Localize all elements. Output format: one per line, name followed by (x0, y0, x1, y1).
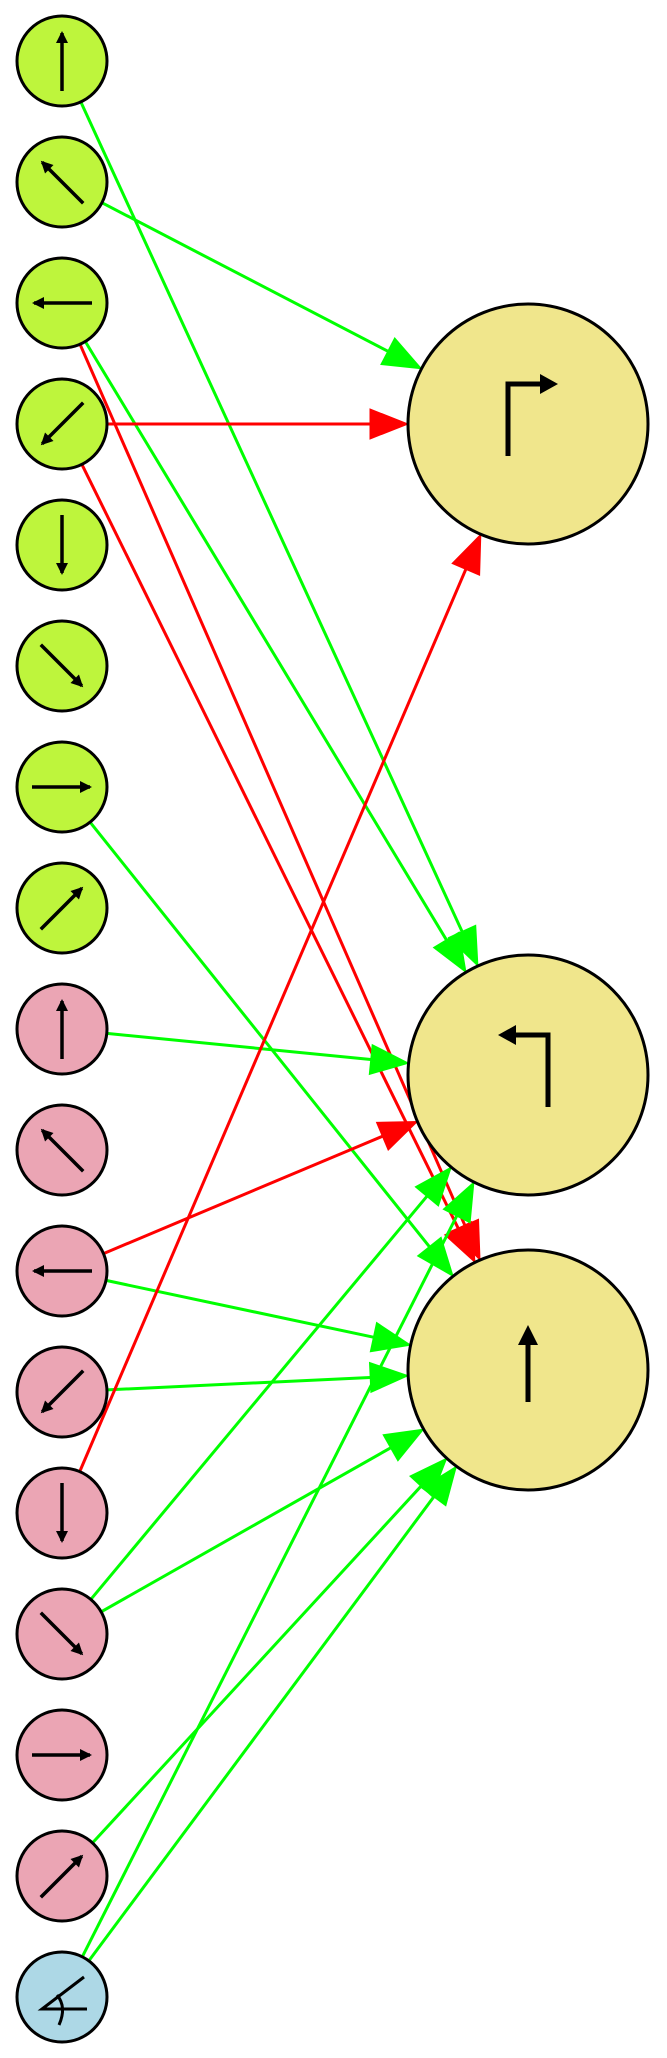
edge-p_left-to-o_turn_left (102, 1120, 419, 1255)
edge-line (78, 343, 467, 1226)
edge-p_downright-to-o_forward (100, 1428, 425, 1614)
edge-arrowhead (380, 337, 423, 370)
input-node-p_upleft (15, 1103, 109, 1197)
input-node-p_upright (15, 1829, 109, 1923)
input-node-circle (15, 1950, 109, 2044)
edge-g_upleft-to-o_turn_right (101, 201, 423, 370)
arrow-down-icon (56, 1483, 68, 1543)
input-node-g_down (15, 498, 109, 592)
turn-right-icon (505, 374, 558, 456)
edge-p_downleft-to-o_forward (106, 1361, 410, 1394)
edge-line (80, 463, 460, 1229)
edge-arrowhead (420, 1465, 458, 1507)
edge-line (80, 1215, 459, 1958)
forward-arrow-icon (518, 1325, 538, 1402)
edge-arrowhead (443, 1220, 476, 1264)
edge-g_downleft-to-o_forward (80, 463, 476, 1264)
edge-line (102, 1134, 383, 1255)
edge-line (78, 568, 468, 1473)
input-node-g_downright (15, 619, 109, 713)
arrow-right-icon (32, 1749, 92, 1761)
edge-line (87, 1495, 436, 1962)
input-node-p_downleft (15, 1345, 109, 1439)
arrow-down-icon (56, 515, 68, 575)
edge-arrowhead (414, 1166, 453, 1207)
input-node-p_down (15, 1466, 109, 1560)
arrow-right-icon (32, 781, 92, 793)
edge-p_up-to-o_turn_left (106, 1031, 410, 1076)
edge-arrowhead (375, 1120, 419, 1151)
edge-p_downright-to-o_turn_left (89, 1166, 453, 1601)
arrow-down-left-icon (40, 401, 85, 446)
edge-arrowhead (451, 533, 482, 576)
edge-b_angle-to-o_forward (87, 1465, 458, 1962)
arrow-up-left-icon (40, 160, 85, 205)
output-node-circle (406, 953, 650, 1197)
edge-line (106, 1376, 371, 1392)
output-node-o_turn_right (406, 302, 650, 546)
edge-line (101, 201, 389, 353)
edge-p_down-to-o_turn_right (78, 533, 482, 1473)
edge-g_left-to-o_turn_left (84, 340, 467, 974)
turn-left-icon (498, 1025, 551, 1107)
output-node-o_forward (406, 1248, 650, 1492)
edge-arrowhead (369, 408, 410, 440)
input-node-p_up (15, 982, 109, 1076)
output-node-o_turn_left (406, 953, 650, 1197)
input-node-b_angle (15, 1950, 109, 2044)
edge-layer (78, 101, 482, 1962)
edge-g_up-to-o_turn_left (79, 101, 479, 968)
edge-line (105, 1278, 374, 1339)
edge-g_downleft-to-o_turn_right (107, 408, 410, 440)
arrow-up-icon (56, 999, 68, 1059)
input-node-p_left (15, 1224, 109, 1318)
edge-line (84, 340, 448, 941)
edge-line (106, 1031, 371, 1061)
edge-line (89, 1195, 428, 1601)
edge-line (100, 1446, 392, 1614)
input-node-g_upright (15, 861, 109, 955)
arrow-left-icon (32, 297, 92, 309)
edge-p_left-to-o_forward (105, 1278, 412, 1353)
edge-arrowhead (442, 1180, 475, 1224)
edge-line (91, 1485, 423, 1844)
edge-arrowhead (432, 931, 467, 974)
input-node-g_right (15, 740, 109, 834)
edge-line (88, 821, 431, 1248)
edge-b_angle-to-o_turn_left (80, 1180, 475, 1958)
edge-arrowhead (382, 1428, 425, 1462)
input-node-p_right (15, 1708, 109, 1802)
input-node-g_up (15, 14, 109, 108)
input-node-g_left (15, 256, 109, 350)
edge-arrowhead (368, 1043, 410, 1076)
arrow-left-icon (32, 1265, 92, 1277)
input-node-p_downright (15, 1587, 109, 1681)
input-node-g_upleft (15, 135, 109, 229)
output-node-circle (406, 302, 650, 546)
node-layer (15, 14, 650, 2044)
arrow-up-icon (56, 31, 68, 91)
input-node-g_downleft (15, 377, 109, 471)
angle-icon (37, 1975, 87, 2026)
edge-line (79, 101, 464, 933)
